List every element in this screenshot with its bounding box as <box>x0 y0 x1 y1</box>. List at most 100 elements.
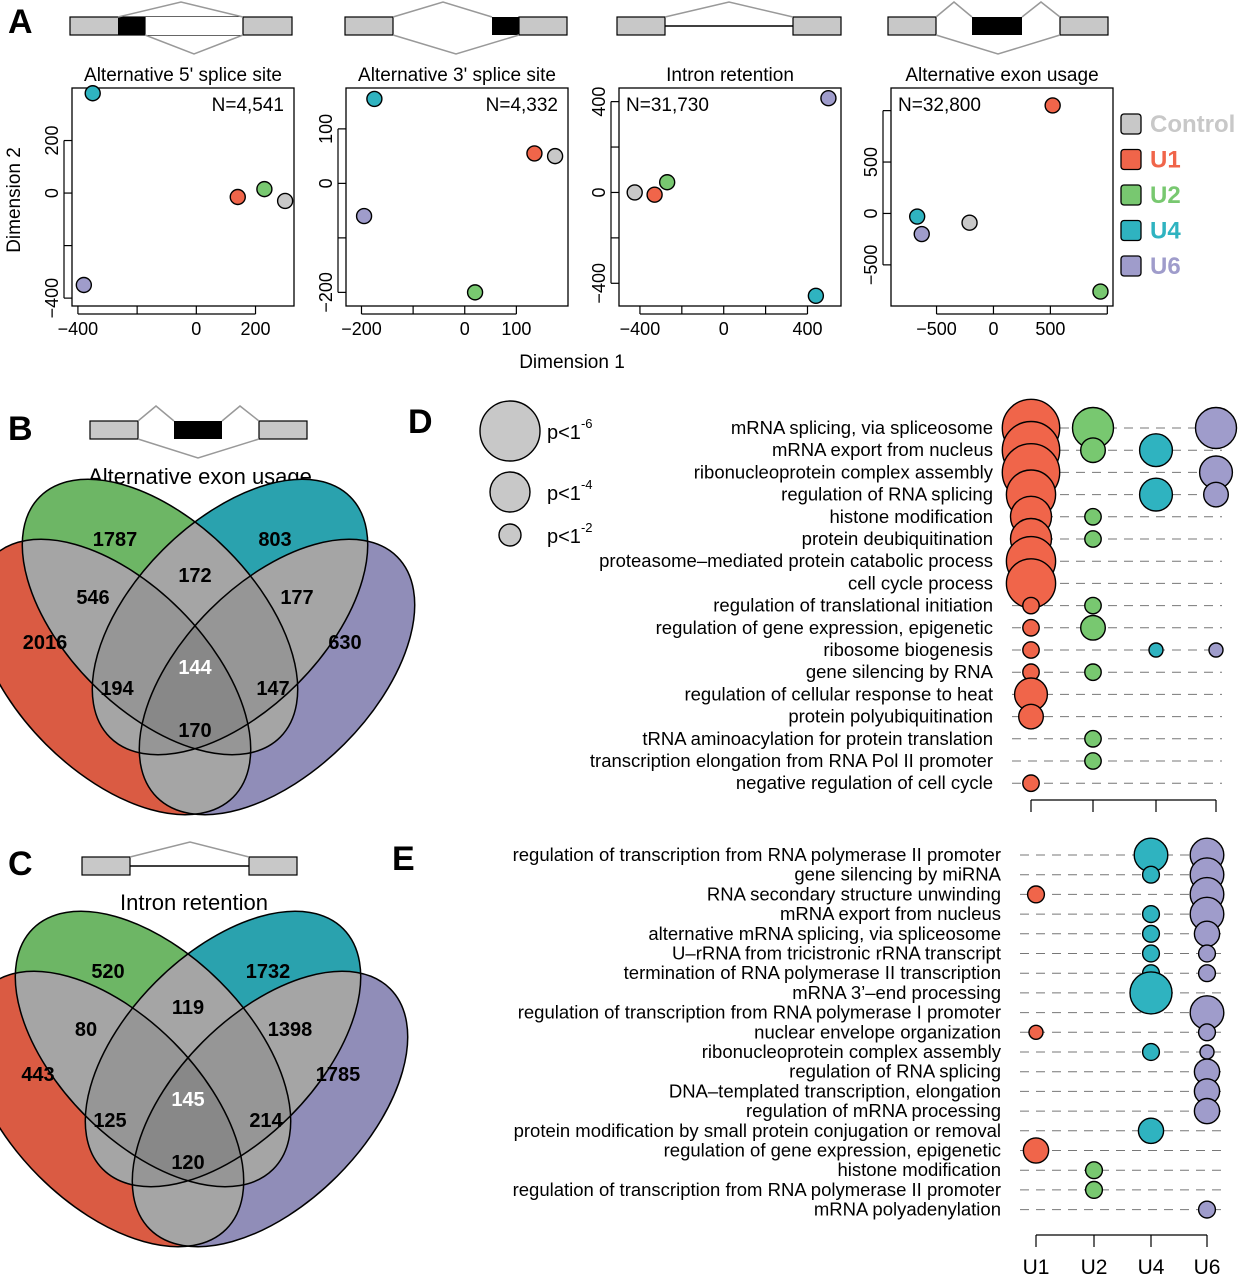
legend-label-u6: U6 <box>1150 253 1181 280</box>
go-term-label: regulation of RNA splicing <box>789 1061 1001 1082</box>
x-tick-label: 400 <box>792 319 822 339</box>
y-tick-label: −500 <box>861 245 881 286</box>
go-dot-u2 <box>1079 437 1106 464</box>
point-u4 <box>908 208 926 225</box>
go-term-label: regulation of gene expression, epigeneti… <box>656 617 993 638</box>
go-dot-u6 <box>1197 1023 1217 1042</box>
go-term-label: mRNA export from nucleus <box>772 439 993 460</box>
y-tick-label: 0 <box>42 188 62 198</box>
go-dot-u6 <box>1193 1097 1221 1125</box>
go-term-label: protein deubiquitination <box>802 528 993 549</box>
legend-swatch-u4 <box>1120 219 1142 242</box>
y-tick-label: 100 <box>316 114 336 144</box>
go-axis-label-u2: U2 <box>1081 1256 1108 1279</box>
go-term-label: mRNA export from nucleus <box>780 903 1001 924</box>
size-legend-label: p<1-6 <box>547 416 593 444</box>
schematic-venn-b <box>89 405 308 459</box>
legend-swatch-control <box>1120 113 1142 135</box>
schematic-a3ss <box>344 1 568 55</box>
venn-count-u4-u6: 1398 <box>268 1019 313 1041</box>
p-value-size-legend: p<1-6p<1-4p<1-2 <box>479 400 593 548</box>
x-tick-label: 500 <box>1035 319 1065 339</box>
venn-count-u2: 1787 <box>93 529 138 551</box>
go-term-label: ribonucleoprotein complex assembly <box>694 461 994 482</box>
venn-count-u2: 520 <box>91 961 124 983</box>
point-control <box>546 147 564 165</box>
go-term-label: regulation of transcription from RNA pol… <box>513 1179 1001 1200</box>
plot-frame <box>71 87 295 307</box>
go-axis-label-u4: U4 <box>1138 1256 1165 1279</box>
go-dot-u2 <box>1084 530 1102 548</box>
plot-title: Alternative exon usage <box>905 65 1098 86</box>
go-term-label: ribonucleoprotein complex assembly <box>702 1041 1002 1062</box>
y-tick-label: 0 <box>861 208 881 218</box>
go-dot-u4 <box>1141 1042 1161 1062</box>
go-dot-u1 <box>1022 1137 1050 1164</box>
x-tick-label: 0 <box>191 319 201 339</box>
go-dot-u2 <box>1084 1180 1104 1199</box>
go-dot-u1 <box>1028 1024 1044 1041</box>
point-u4 <box>366 90 383 108</box>
point-control <box>276 192 294 210</box>
legend-label-u4: U4 <box>1150 218 1181 245</box>
point-u2 <box>658 174 676 191</box>
venn-count-u1-u2-u4-u6: 144 <box>178 657 212 679</box>
schematic-ir <box>616 1 842 36</box>
go-dot-u6 <box>1197 1200 1217 1219</box>
y-tick-label: 0 <box>316 178 336 188</box>
go-term-label: regulation of mRNA processing <box>746 1100 1001 1121</box>
panel-letter-b: B <box>8 410 33 448</box>
x-tick-label: 0 <box>719 319 729 339</box>
go-dot-u2 <box>1084 663 1102 682</box>
go-dot-u4 <box>1137 1117 1165 1145</box>
go-term-label: protein modification by small protein co… <box>514 1120 1001 1141</box>
venn-count-u2-u4-u6: 214 <box>249 1110 283 1132</box>
go-dot-u4 <box>1141 944 1161 963</box>
point-u6 <box>913 225 930 243</box>
legend-swatch-u1 <box>1120 148 1142 171</box>
panel-letter-d: D <box>408 403 433 441</box>
go-dot-u6 <box>1202 481 1229 508</box>
venn-count-u4-u6: 177 <box>280 587 313 609</box>
venn-count-u6: 630 <box>328 632 361 654</box>
go-term-label: regulation of cellular response to heat <box>684 683 993 704</box>
go-dot-u2 <box>1084 596 1102 615</box>
go-term-label: mRNA polyadenylation <box>814 1199 1001 1220</box>
point-u1 <box>646 186 663 203</box>
point-u6 <box>820 90 837 107</box>
go-dot-u4 <box>1141 865 1161 884</box>
go-dot-u4 <box>1138 433 1174 468</box>
y-tick-label: 0 <box>589 187 609 197</box>
size-legend-circle <box>489 471 531 513</box>
go-dot-u4 <box>1141 904 1161 924</box>
y-tick-label: −200 <box>316 272 336 313</box>
venn-count-u2-u4: 172 <box>178 565 211 587</box>
legend-swatch-u2 <box>1120 184 1142 206</box>
go-term-label: alternative mRNA splicing, via spliceoso… <box>648 923 1001 944</box>
go-term-label: tRNA aminoacylation for protein translat… <box>642 728 993 749</box>
point-u4 <box>807 287 825 304</box>
venn-count-u1-u6: 120 <box>171 1152 204 1174</box>
size-legend-label: p<1-4 <box>547 477 593 505</box>
go-term-label: mRNA splicing, via spliceosome <box>731 417 993 438</box>
ylabel-dimension-2: Dimension 2 <box>4 147 25 253</box>
go-term-label: nuclear envelope organization <box>754 1021 1001 1042</box>
plot-frame <box>890 87 1114 307</box>
venn-count-u1-u2: 546 <box>76 587 109 609</box>
y-tick-label: 400 <box>589 87 609 117</box>
point-u1 <box>526 145 543 162</box>
point-u1 <box>1044 97 1061 114</box>
venn-count-u2-u4-u6: 147 <box>256 678 289 700</box>
go-dot-u1 <box>1018 703 1045 730</box>
go-dot-u1 <box>1022 618 1040 637</box>
plot-annotation: N=31,730 <box>626 95 709 116</box>
legend-label-u2: U2 <box>1150 182 1181 209</box>
xlabel-dimension-1: Dimension 1 <box>519 352 625 373</box>
